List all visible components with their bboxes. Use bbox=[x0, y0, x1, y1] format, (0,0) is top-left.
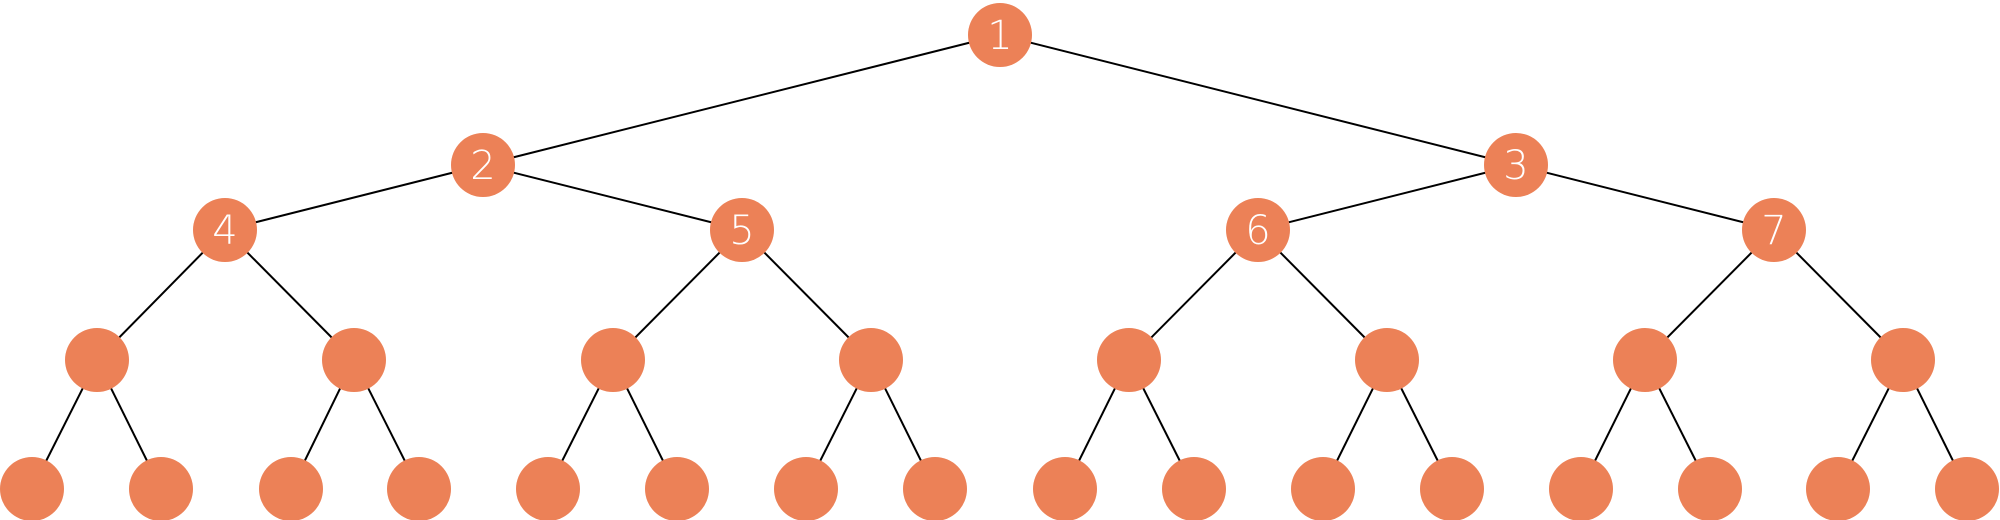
tree-node-15 bbox=[1871, 328, 1935, 392]
tree-node-29 bbox=[1678, 457, 1742, 520]
tree-node-22 bbox=[774, 457, 838, 520]
tree-node-28 bbox=[1549, 457, 1613, 520]
tree-node-1: 1 bbox=[968, 3, 1032, 67]
tree-node-circle bbox=[129, 457, 193, 520]
tree-node-circle bbox=[1162, 457, 1226, 520]
tree-node-circle bbox=[1033, 457, 1097, 520]
tree-node-17 bbox=[129, 457, 193, 520]
tree-node-circle bbox=[581, 328, 645, 392]
tree-node-circle bbox=[968, 3, 1032, 67]
tree-node-18 bbox=[259, 457, 323, 520]
tree-node-circle bbox=[1935, 457, 1999, 520]
tree-node-circle bbox=[710, 198, 774, 262]
tree-node-16 bbox=[0, 457, 64, 520]
tree-edge bbox=[1515, 164, 1775, 231]
tree-node-27 bbox=[1420, 457, 1484, 520]
tree-node-19 bbox=[387, 457, 451, 520]
tree-node-3: 3 bbox=[1484, 133, 1548, 197]
tree-node-circle bbox=[1420, 457, 1484, 520]
tree-node-14 bbox=[1613, 328, 1677, 392]
tree-node-circle bbox=[903, 457, 967, 520]
tree-node-circle bbox=[774, 457, 838, 520]
tree-node-2: 2 bbox=[451, 133, 515, 197]
tree-node-23 bbox=[903, 457, 967, 520]
tree-node-6: 6 bbox=[1226, 198, 1290, 262]
tree-node-circle bbox=[1549, 457, 1613, 520]
tree-edge bbox=[482, 164, 743, 231]
tree-node-4: 4 bbox=[193, 198, 257, 262]
tree-node-label: 2 bbox=[470, 143, 495, 189]
tree-node-circle bbox=[1484, 133, 1548, 197]
tree-node-label: 1 bbox=[987, 13, 1012, 59]
tree-node-circle bbox=[1806, 457, 1870, 520]
tree-node-30 bbox=[1806, 457, 1870, 520]
tree-node-circle bbox=[1742, 198, 1806, 262]
tree-node-label: 4 bbox=[212, 208, 237, 254]
tree-node-label: 5 bbox=[729, 208, 754, 254]
tree-node-circle bbox=[645, 457, 709, 520]
tree-node-8 bbox=[65, 328, 129, 392]
tree-node-circle bbox=[1871, 328, 1935, 392]
tree-node-circle bbox=[1291, 457, 1355, 520]
tree-node-21 bbox=[645, 457, 709, 520]
tree-node-circle bbox=[451, 133, 515, 197]
tree-node-10 bbox=[581, 328, 645, 392]
tree-node-circle bbox=[387, 457, 451, 520]
tree-node-7: 7 bbox=[1742, 198, 1806, 262]
tree-node-label: 7 bbox=[1761, 208, 1786, 254]
tree-node-circle bbox=[1226, 198, 1290, 262]
tree-node-9 bbox=[322, 328, 386, 392]
tree-node-24 bbox=[1033, 457, 1097, 520]
tree-node-circle bbox=[839, 328, 903, 392]
tree-node-circle bbox=[259, 457, 323, 520]
tree-node-circle bbox=[1097, 328, 1161, 392]
tree-edge bbox=[1257, 164, 1517, 231]
tree-node-circle bbox=[1613, 328, 1677, 392]
tree-node-25 bbox=[1162, 457, 1226, 520]
tree-nodes: 1 2 3 4 5 6 7 bbox=[0, 3, 1999, 520]
tree-node-circle bbox=[65, 328, 129, 392]
tree-node-circle bbox=[1355, 328, 1419, 392]
tree-edge bbox=[482, 34, 1001, 166]
tree-node-26 bbox=[1291, 457, 1355, 520]
tree-node-5: 5 bbox=[710, 198, 774, 262]
tree-node-12 bbox=[1097, 328, 1161, 392]
tree-node-circle bbox=[1678, 457, 1742, 520]
tree-node-20 bbox=[516, 457, 580, 520]
tree-node-13 bbox=[1355, 328, 1419, 392]
tree-edges bbox=[31, 34, 1968, 490]
tree-node-circle bbox=[0, 457, 64, 520]
tree-node-circle bbox=[193, 198, 257, 262]
tree-edge bbox=[224, 164, 484, 231]
tree-node-label: 3 bbox=[1503, 143, 1528, 189]
tree-node-label: 6 bbox=[1245, 208, 1270, 254]
tree-edge bbox=[999, 34, 1517, 166]
tree-node-circle bbox=[322, 328, 386, 392]
tree-node-circle bbox=[516, 457, 580, 520]
tree-node-11 bbox=[839, 328, 903, 392]
tree-node-31 bbox=[1935, 457, 1999, 520]
